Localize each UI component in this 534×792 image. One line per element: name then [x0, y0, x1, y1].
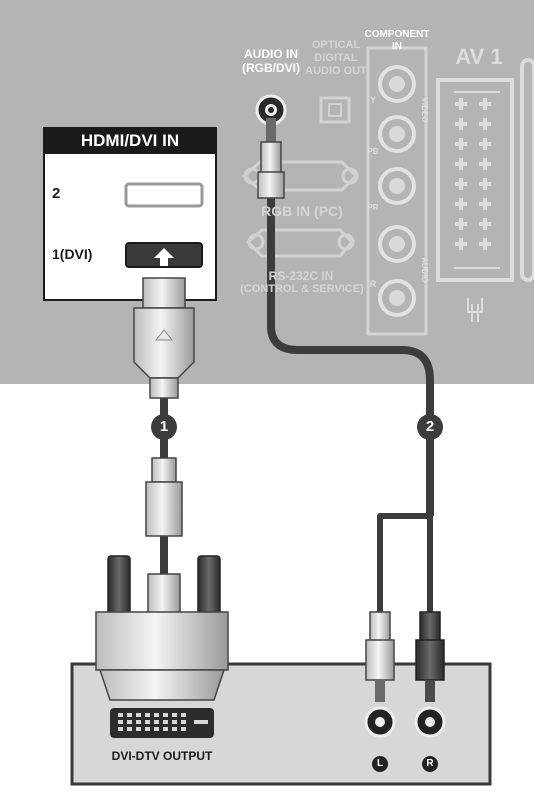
hdmi-block-body [43, 127, 217, 301]
hdmi-dvi-in-block [43, 127, 217, 301]
audio-cable-split [377, 513, 433, 612]
optical-port-icon [319, 96, 351, 124]
dvi-plug [95, 555, 229, 701]
dvi-pin [145, 713, 150, 717]
dvi-pin [163, 713, 168, 717]
scart-pin [483, 218, 487, 230]
audio-cable [267, 196, 434, 516]
ground-icon [467, 298, 483, 322]
audio-right-badge [422, 756, 438, 772]
dvi-pin [136, 713, 141, 717]
optical-label-3: AUDIO OUT [305, 65, 367, 77]
hdmi-port-1-label: 1(DVI) [52, 246, 93, 262]
rs232c-sublabel: (CONTROL & SERVICE) [240, 283, 364, 295]
scart-pin [483, 238, 487, 250]
insert-arrow-icon [154, 248, 174, 266]
scart-pin [483, 158, 487, 170]
component-label-1: COMPONENT [364, 29, 430, 40]
audio-right-label: R [426, 758, 434, 769]
component-pb-label: PB [367, 147, 379, 156]
audio-l-jack [378, 225, 416, 263]
audio-r-jack [378, 279, 416, 317]
dvi-pin [154, 720, 159, 724]
dvi-pin [181, 727, 186, 731]
scart-pin [459, 138, 463, 150]
dvi-pin [172, 713, 177, 717]
dvi-pin [163, 727, 168, 731]
optical-label-1: OPTICAL [311, 39, 361, 51]
step-1-number: 1 [159, 418, 169, 435]
dvi-pin [163, 720, 168, 724]
scart-pin [459, 198, 463, 210]
dvi-pin [136, 727, 141, 731]
dvi-output-port [110, 708, 214, 738]
scart-pin [483, 178, 487, 190]
scart-pin [459, 98, 463, 110]
optical-label-2: DIGITAL [314, 52, 358, 64]
av1-scart-port [436, 58, 534, 282]
dvi-pin [154, 727, 159, 731]
step-2-number: 2 [425, 418, 435, 435]
dvi-pin [118, 720, 123, 724]
dvi-pin [154, 713, 159, 717]
hdmi-port-2-icon [124, 182, 204, 208]
dvi-pin [181, 720, 186, 724]
scart-pin [459, 218, 463, 230]
hdmi-to-dvi-adapter-plug [145, 457, 183, 537]
dvi-pin [145, 727, 150, 731]
rs232c-label: RS-232C IN [268, 269, 334, 283]
scart-pin [459, 178, 463, 190]
scart-pin [483, 198, 487, 210]
av1-label: AV 1 [455, 44, 503, 69]
dvi-pin [136, 720, 141, 724]
rs232c-port [245, 228, 355, 258]
component-pr-label: PR [367, 203, 379, 212]
hdmi-dvi-in-title: HDMI/DVI IN [80, 131, 180, 150]
video-side-label: VIDEO [420, 97, 429, 123]
dvi-pin [127, 713, 132, 717]
audio-left-label: L [376, 758, 384, 769]
scart-pin [483, 118, 487, 130]
dvi-pin [127, 727, 132, 731]
audio-in-label: AUDIO IN [244, 47, 298, 61]
dvi-pin [145, 720, 150, 724]
scart-pin [483, 98, 487, 110]
scart-pin [483, 138, 487, 150]
scart-pin [459, 238, 463, 250]
dvi-pin [181, 713, 186, 717]
dvi-pin [172, 727, 177, 731]
rca-plug-left [365, 611, 395, 702]
rca-plug-right [415, 611, 445, 702]
dvi-pins [118, 713, 208, 731]
audio-left-badge [372, 756, 388, 772]
component-y-jack [378, 65, 416, 103]
dvi-pin [118, 727, 123, 731]
rca-plug-tv-side [257, 118, 285, 199]
hdmi-port-2-label: 2 [52, 185, 61, 202]
scart-pin [459, 118, 463, 130]
rgb-in-label: RGB IN (PC) [261, 203, 343, 219]
audio-side-label: AUDIO [420, 257, 429, 283]
dvi-output-label: DVI-DTV OUTPUT [111, 749, 213, 763]
hdmi-block-header [44, 128, 216, 154]
step-1-badge [151, 414, 177, 440]
dvi-pin [127, 720, 132, 724]
scart-pins [455, 98, 491, 250]
component-in-column [366, 46, 428, 336]
step-2-badge [417, 414, 443, 440]
component-pb-jack [378, 115, 416, 153]
dvi-flat-pin [194, 720, 208, 724]
audio-out-r-jack [414, 706, 446, 738]
component-pr-jack [378, 167, 416, 205]
audio-in-sublabel: (RGB/DVI) [242, 61, 300, 75]
scart-pin [459, 158, 463, 170]
component-y-label: Y [369, 95, 376, 105]
dvi-pin [118, 713, 123, 717]
component-label-2: IN [392, 41, 402, 52]
hdmi-plug [133, 277, 195, 399]
audio-out-l-jack [364, 706, 396, 738]
audio-r-label: R [369, 279, 377, 289]
dvi-pin [172, 720, 177, 724]
